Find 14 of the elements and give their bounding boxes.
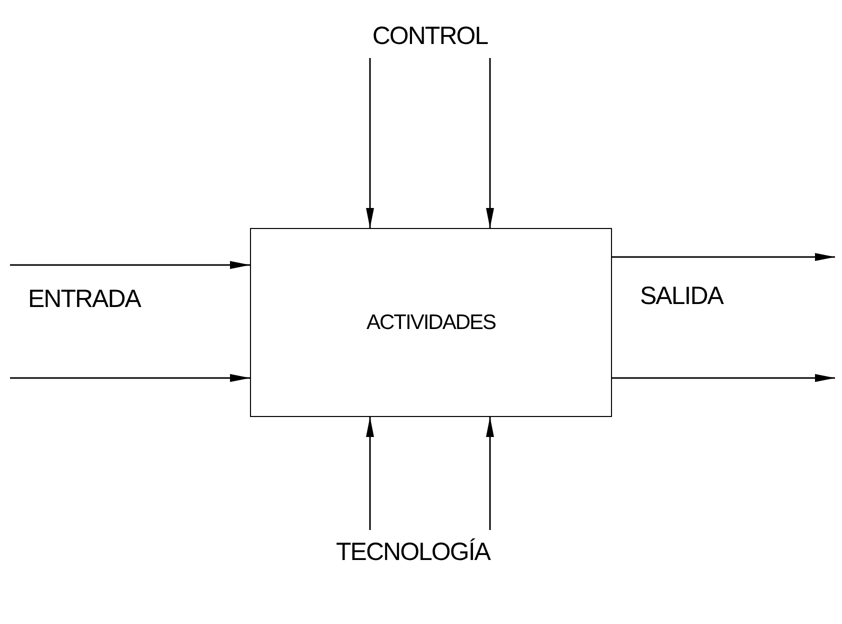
process-box (250, 228, 612, 417)
arrow-label: ENTRADA (28, 285, 140, 314)
arrow (612, 253, 835, 261)
arrow (10, 261, 250, 269)
arrow (366, 417, 374, 530)
arrow (10, 374, 250, 382)
arrow (486, 417, 494, 530)
arrow (612, 374, 835, 382)
arrow-label: CONTROL (372, 22, 488, 50)
arrow-label: SALIDA (640, 282, 723, 311)
arrow-label: TECNOLOGÍA (336, 538, 490, 566)
process-label: ACTIVIDADES (366, 310, 496, 334)
arrow (486, 58, 494, 228)
arrow (366, 58, 374, 228)
